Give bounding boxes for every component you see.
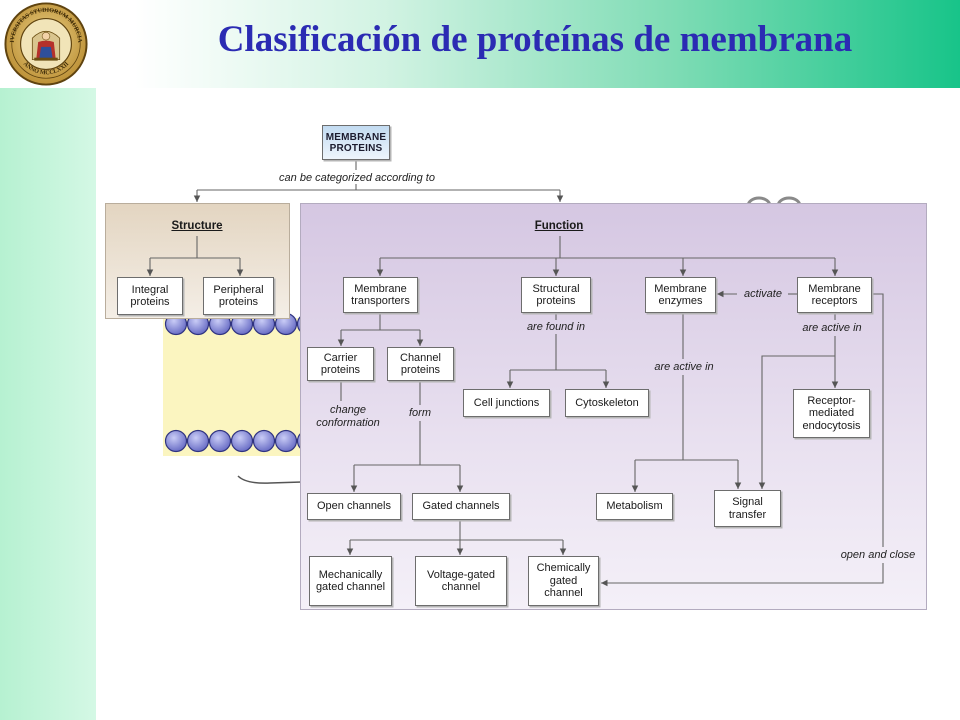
label-enzymes-are-active-in: are active in [654,360,714,373]
node-signal-transfer: Signal transfer [714,490,781,527]
function-heading: Function [534,220,584,232]
label-open-and-close: open and close [840,548,916,561]
membrane-bilayer-background [163,318,301,456]
node-membrane-transporters: Membrane transporters [343,277,418,313]
membrane-curve [237,475,303,484]
node-cell-junctions: Cell junctions [463,389,550,417]
node-open-channels: Open channels [307,493,401,520]
node-chemically-gated-channel: Chemically gated channel [528,556,599,606]
label-are-found-in: are found in [526,320,586,333]
node-receptor-mediated-endocytosis: Receptor-mediated endocytosis [793,389,870,438]
slide-title: Clasificación de proteínas de membrana [217,19,853,60]
node-voltage-gated-channel: Voltage-gated channel [415,556,507,606]
node-mechanically-gated-channel: Mechanically gated channel [309,556,392,606]
node-channel-proteins: Channel proteins [387,347,454,381]
node-metabolism: Metabolism [596,493,673,520]
node-cytoskeleton: Cytoskeleton [565,389,649,417]
node-structural-proteins: Structural proteins [521,277,591,313]
node-integral-proteins: Integral proteins [117,277,183,315]
header-band [0,0,960,88]
node-membrane-receptors: Membrane receptors [797,277,872,313]
label-form: form [409,406,431,419]
label-receptors-are-active-in: are active in [802,321,862,334]
structure-heading: Structure [171,220,223,232]
node-gated-channels: Gated channels [412,493,510,520]
node-peripheral-proteins: Peripheral proteins [203,277,274,315]
university-seal-icon: UNIVERSITAS STUDIORUM MURCIANA ANNO MCCL… [3,1,88,86]
node-membrane-proteins: MEMBRANE PROTEINS [322,125,390,160]
label-activate: activate [744,287,782,300]
label-change-conformation: change conformation [316,404,380,429]
label-categorized: can be categorized according to [279,171,435,184]
node-carrier-proteins: Carrier proteins [307,347,374,381]
node-membrane-enzymes: Membrane enzymes [645,277,716,313]
left-accent-bar [0,88,96,720]
